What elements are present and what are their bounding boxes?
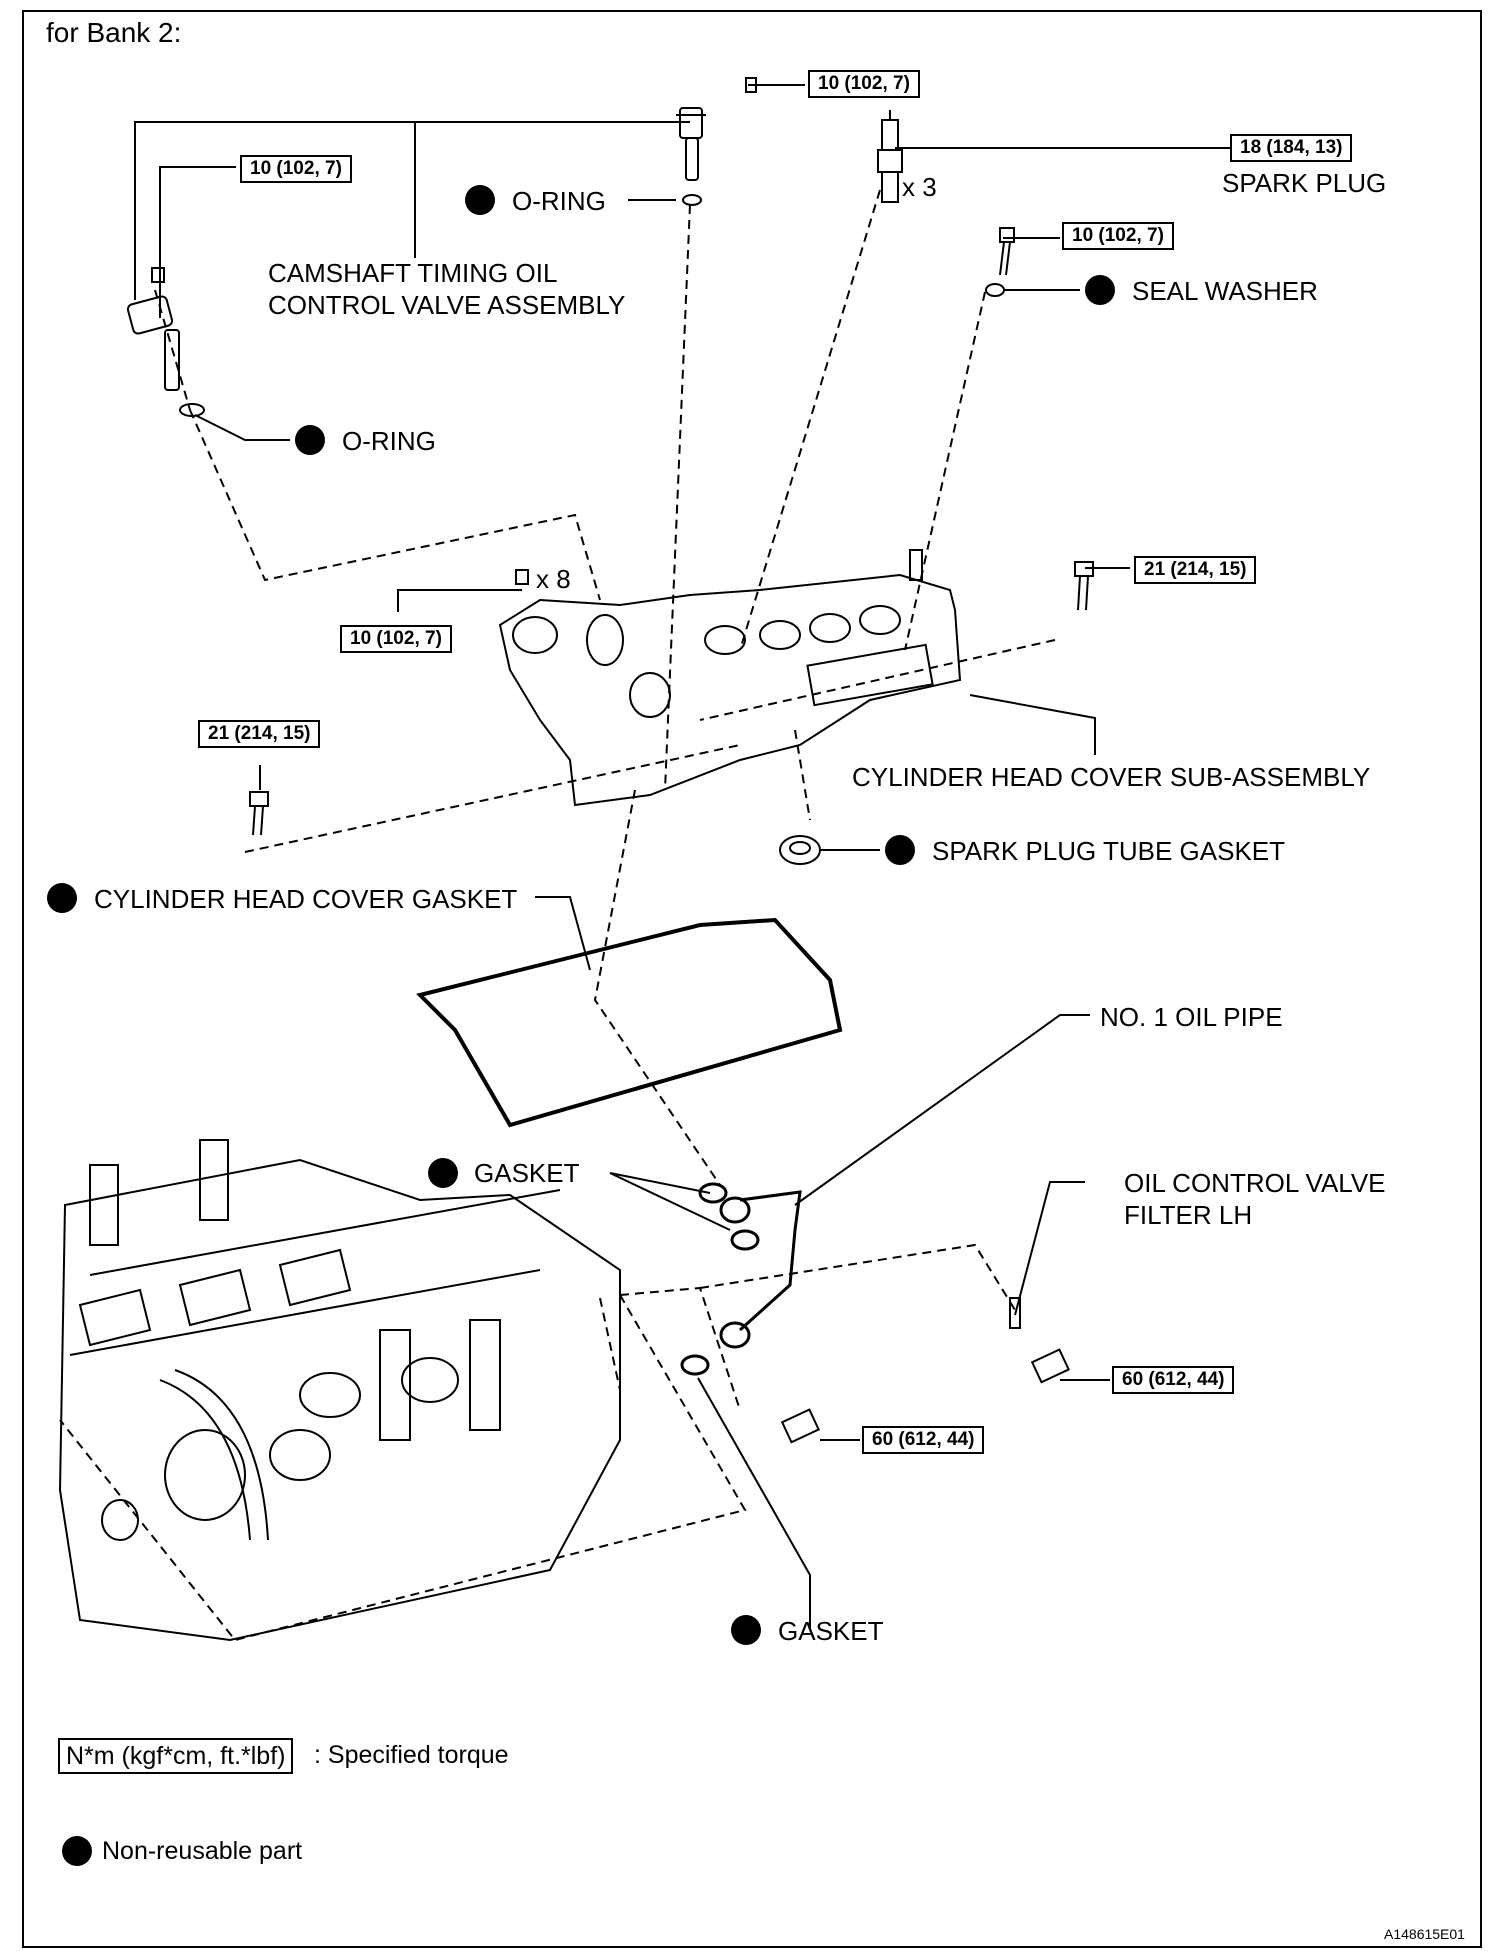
- label-oring-top: O-RING: [512, 186, 606, 216]
- cylinder-head-cover-gasket: [416, 917, 843, 1128]
- spark-plug: [877, 110, 903, 203]
- label-cylinder-head-cover-gasket: CYLINDER HEAD COVER GASKET: [94, 884, 518, 914]
- label-spark-plug-qty: x 3: [902, 172, 937, 202]
- torque-union-bolt-lower: 60 (612, 44): [862, 1426, 985, 1454]
- spark-plug-tube-gasket: [779, 835, 821, 865]
- label-spark-plug-tube-gasket: SPARK PLUG TUBE GASKET: [932, 836, 1286, 866]
- label-camshaft-valve-line2: CONTROL VALVE ASSEMBLY: [268, 290, 626, 320]
- label-ocv-filter-line1: OIL CONTROL VALVE: [1124, 1168, 1386, 1198]
- leader-lines: [134, 84, 1230, 1630]
- label-ocv-filter-line2: FILTER LH: [1124, 1200, 1253, 1230]
- label-camshaft-valve-line1: CAMSHAFT TIMING OIL: [268, 258, 558, 288]
- label-oring-left: O-RING: [342, 426, 436, 456]
- legend-torque-units: N*m (kgf*cm, ft.*lbf): [58, 1738, 294, 1774]
- torque-union-bolt-right: 60 (612, 44): [1112, 1366, 1235, 1394]
- legend-torque-text: : Specified torque: [314, 1741, 509, 1769]
- nonreusable-dots: [47, 185, 1115, 1866]
- ocv-assembly-top: [676, 77, 757, 206]
- ocv-assembly-left: [126, 267, 205, 417]
- label-gasket-upper: GASKET: [474, 1158, 580, 1188]
- label-gasket-lower: GASKET: [778, 1616, 884, 1646]
- bank-title: for Bank 2:: [46, 17, 182, 48]
- torque-ocv-bolt-left: 10 (102, 7): [240, 155, 352, 183]
- torque-seal-washer-bolt: 10 (102, 7): [1062, 222, 1174, 250]
- studs: [249, 561, 1094, 836]
- label-cylinder-head-cover: CYLINDER HEAD COVER SUB-ASSEMBLY: [852, 762, 1371, 792]
- figure-frame: [22, 10, 1482, 1948]
- label-oil-pipe: NO. 1 OIL PIPE: [1100, 1002, 1283, 1032]
- figure-id: A148615E01: [1384, 1926, 1465, 1942]
- union-bolts: [780, 1297, 1070, 1444]
- engine-block: [58, 1139, 621, 1642]
- torque-right-stud: 21 (214, 15): [1134, 556, 1257, 584]
- oil-pipe: [680, 1182, 802, 1376]
- legend-nonreusable-text: Non-reusable part: [102, 1837, 303, 1865]
- label-bolt-qty: x 8: [536, 564, 571, 594]
- alignment-lines: [59, 189, 1056, 1642]
- torque-cover-bolts: 10 (102, 7): [340, 625, 452, 653]
- torque-ocv-bolt-top: 10 (102, 7): [808, 70, 920, 98]
- label-seal-washer: SEAL WASHER: [1132, 276, 1318, 306]
- torque-spark-plug: 18 (184, 13): [1230, 134, 1353, 162]
- seal-washer-bolt: [985, 227, 1015, 297]
- label-spark-plug: SPARK PLUG: [1222, 168, 1387, 198]
- cylinder-head-cover: [498, 549, 962, 807]
- torque-left-stud: 21 (214, 15): [198, 720, 321, 748]
